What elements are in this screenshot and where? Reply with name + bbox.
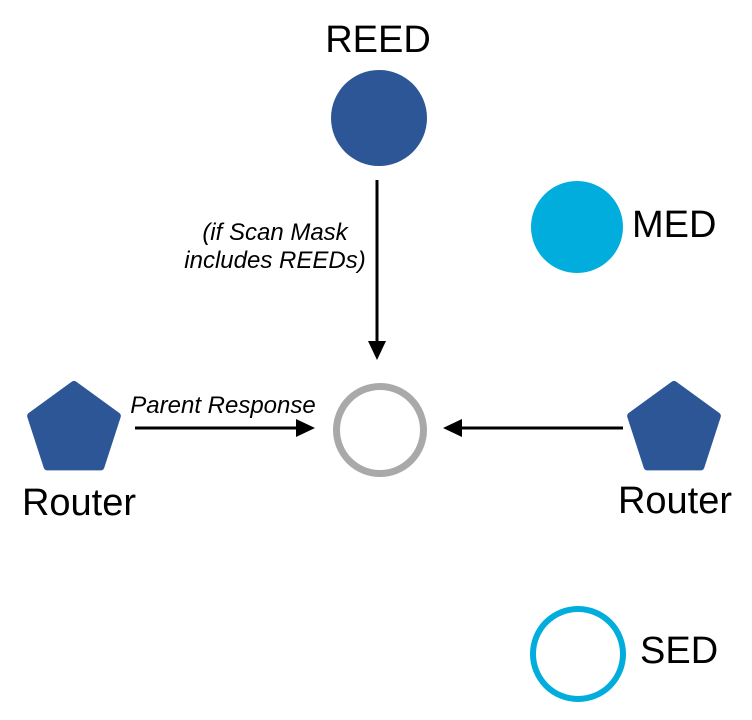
reed-node-circle <box>331 70 427 166</box>
reed-label: REED <box>325 19 431 61</box>
scan-mask-note-line2: includes REEDs) <box>184 247 366 274</box>
reed-to-joiner-arrowhead-icon <box>368 341 386 360</box>
parent-response-label: Parent Response <box>130 392 316 419</box>
router-left-label: Router <box>21 482 137 524</box>
scan-mask-note: (if Scan Mask includes REEDs) <box>184 219 365 275</box>
router-right-label: Router <box>617 480 733 522</box>
parent-response-arrowhead-icon <box>296 419 315 437</box>
sed-node-circle <box>530 606 626 702</box>
scan-mask-note-line1: (if Scan Mask <box>202 219 348 246</box>
router-left-pentagon <box>27 381 121 471</box>
sed-label: SED <box>640 630 719 672</box>
joiner-node-circle <box>333 383 427 477</box>
router-right-pentagon <box>627 381 721 471</box>
med-label: MED <box>632 204 717 246</box>
router-right-arrowhead-icon <box>443 419 462 437</box>
med-node-circle <box>531 181 623 273</box>
